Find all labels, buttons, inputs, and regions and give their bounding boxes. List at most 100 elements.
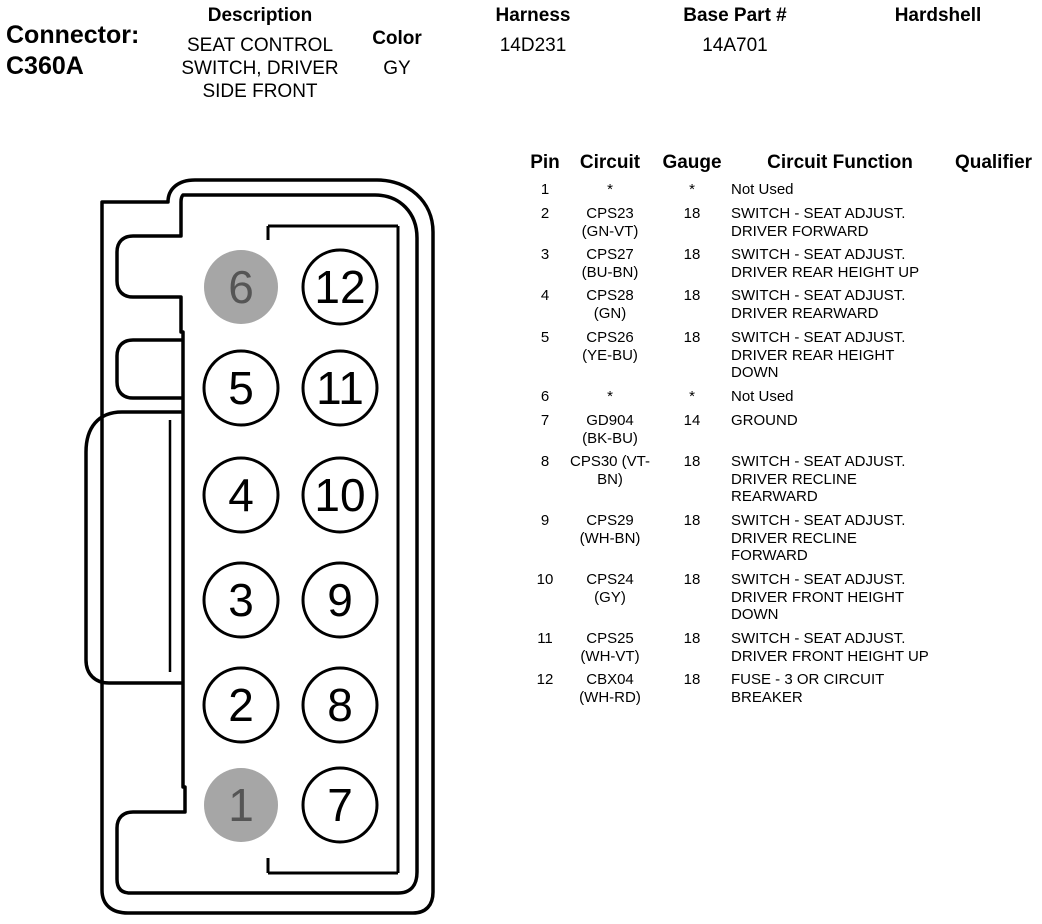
pin-number-2: 2 <box>228 679 254 731</box>
pin-cell-line: 8 <box>540 453 550 470</box>
hardshell-label: Hardshell <box>894 5 982 26</box>
function-cell-line: SWITCH - SEAT ADJUST. <box>731 287 906 304</box>
function-cell-line: DRIVER FRONT HEIGHT UP <box>731 647 929 665</box>
pin-number-12: 12 <box>314 261 365 313</box>
side-lock-tab <box>84 410 183 685</box>
pin-number-7: 7 <box>327 779 353 831</box>
circuit-cell: CPS24(GY) <box>565 571 655 606</box>
circuit-cell: GD904(BK-BU) <box>565 412 655 447</box>
pin-cell: 5 <box>525 329 565 347</box>
pin-cell: 3 <box>525 246 565 264</box>
pin-number-9: 9 <box>327 574 353 626</box>
pin-cell: 4 <box>525 287 565 305</box>
gauge-cell: 18 <box>663 512 721 530</box>
pin-cell: 9 <box>525 512 565 530</box>
gauge-cell-line: 18 <box>683 571 701 588</box>
circuit-cell-line: GD904 <box>586 412 634 429</box>
table-header-circuit: Circuit <box>579 152 641 173</box>
function-cell-line: DRIVER REAR HEIGHT <box>731 346 895 364</box>
function-cell: GROUND <box>731 412 961 430</box>
table-header-pin: Pin <box>530 152 560 173</box>
pin-cavity-10 <box>301 456 379 534</box>
pin-cavity-3 <box>202 561 280 639</box>
table-header-gauge: Gauge <box>662 152 722 173</box>
gauge-cell: 18 <box>663 205 721 223</box>
gauge-cell: 18 <box>663 630 721 648</box>
base-part-label: Base Part # <box>683 5 787 26</box>
description-value: SEAT CONTROL SWITCH, DRIVER SIDE FRONT <box>160 34 360 103</box>
pin-cell-line: 6 <box>540 388 550 405</box>
circuit-cell: CPS26(YE-BU) <box>565 329 655 364</box>
function-cell-line: DRIVER RECLINE <box>731 470 857 488</box>
circuit-cell-line: CPS25 <box>586 630 634 647</box>
pin-cell-line: 2 <box>540 205 550 222</box>
description-line: SEAT CONTROL <box>186 35 334 56</box>
gauge-cell-line: * <box>689 181 695 198</box>
circuit-cell-line: CPS29 <box>586 512 634 529</box>
pin-number-4: 4 <box>228 469 254 521</box>
circuit-cell-line: (WH-VT) <box>580 647 640 665</box>
pin-cell-line: 5 <box>540 329 550 346</box>
gauge-cell-line: 18 <box>683 287 701 304</box>
circuit-cell-line: (GN-VT) <box>581 222 639 240</box>
pin-cell-line: 10 <box>536 571 554 588</box>
gauge-cell-line: 18 <box>683 671 701 688</box>
gauge-cell-line: 18 <box>683 205 701 222</box>
circuit-cell-line: CPS23 <box>586 205 634 222</box>
function-cell-line: DOWN <box>731 364 779 381</box>
circuit-cell: CPS27(BU-BN) <box>565 246 655 281</box>
gauge-cell-line: 18 <box>683 329 701 346</box>
function-cell: Not Used <box>731 181 961 199</box>
circuit-cell-line: (BU-BN) <box>581 263 639 281</box>
circuit-cell-line: (GN) <box>593 304 627 322</box>
function-cell-line: DRIVER REARWARD <box>731 304 879 322</box>
function-cell-line: GROUND <box>731 412 798 429</box>
latch-notch-upper <box>115 338 183 400</box>
gauge-cell: 18 <box>663 671 721 689</box>
gauge-cell: 18 <box>663 246 721 264</box>
gauge-cell-line: 18 <box>683 246 701 263</box>
gauge-cell-line: 18 <box>683 630 701 647</box>
pin-cell-line: 3 <box>540 246 550 263</box>
function-cell: Not Used <box>731 388 961 406</box>
gauge-cell-line: * <box>689 388 695 405</box>
function-cell-line: DRIVER REAR HEIGHT UP <box>731 263 920 281</box>
function-cell-line: DOWN <box>731 606 779 623</box>
pin-cell-line: 4 <box>540 287 550 304</box>
gauge-cell: 14 <box>663 412 721 430</box>
function-cell: SWITCH - SEAT ADJUST.DRIVER REARWARD <box>731 287 961 322</box>
circuit-cell-line: (BK-BU) <box>582 429 638 447</box>
pin-cell-line: 11 <box>537 630 553 647</box>
gauge-cell-line: 18 <box>683 512 701 529</box>
function-cell-line: Not Used <box>731 388 794 405</box>
pin-cell-line: 7 <box>540 412 550 429</box>
pin-cell-line: 9 <box>540 512 550 529</box>
pin-cavity-12 <box>301 248 379 326</box>
pin-cavity-8 <box>301 666 379 744</box>
function-cell-line: SWITCH - SEAT ADJUST. <box>731 329 906 346</box>
gauge-cell: 18 <box>663 287 721 305</box>
base-part-value: 14A701 <box>702 35 768 56</box>
circuit-cell-line: CPS28 <box>586 287 634 304</box>
function-cell-line: FUSE - 3 OR CIRCUIT <box>731 671 885 688</box>
pin-number-8: 8 <box>327 679 353 731</box>
table-header-function: Circuit Function <box>767 152 913 173</box>
circuit-cell-line: CPS27 <box>586 246 634 263</box>
circuit-cell-line: BN) <box>597 470 623 488</box>
function-cell-line: SWITCH - SEAT ADJUST. <box>731 246 906 263</box>
function-cell-line: SWITCH - SEAT ADJUST. <box>731 630 906 647</box>
pin-cell: 6 <box>525 388 565 406</box>
circuit-cell-line: (WH-RD) <box>579 688 641 706</box>
pin-cavity-7 <box>301 766 379 844</box>
gauge-cell-line: 14 <box>683 412 701 429</box>
description-line: SWITCH, DRIVER <box>181 58 339 79</box>
function-cell-line: REARWARD <box>731 488 818 505</box>
gauge-cell-line: 18 <box>683 453 701 470</box>
circuit-cell-line: (GY) <box>594 588 626 606</box>
pin-cavity-1 <box>204 768 278 842</box>
description-line: SIDE FRONT <box>202 81 318 102</box>
